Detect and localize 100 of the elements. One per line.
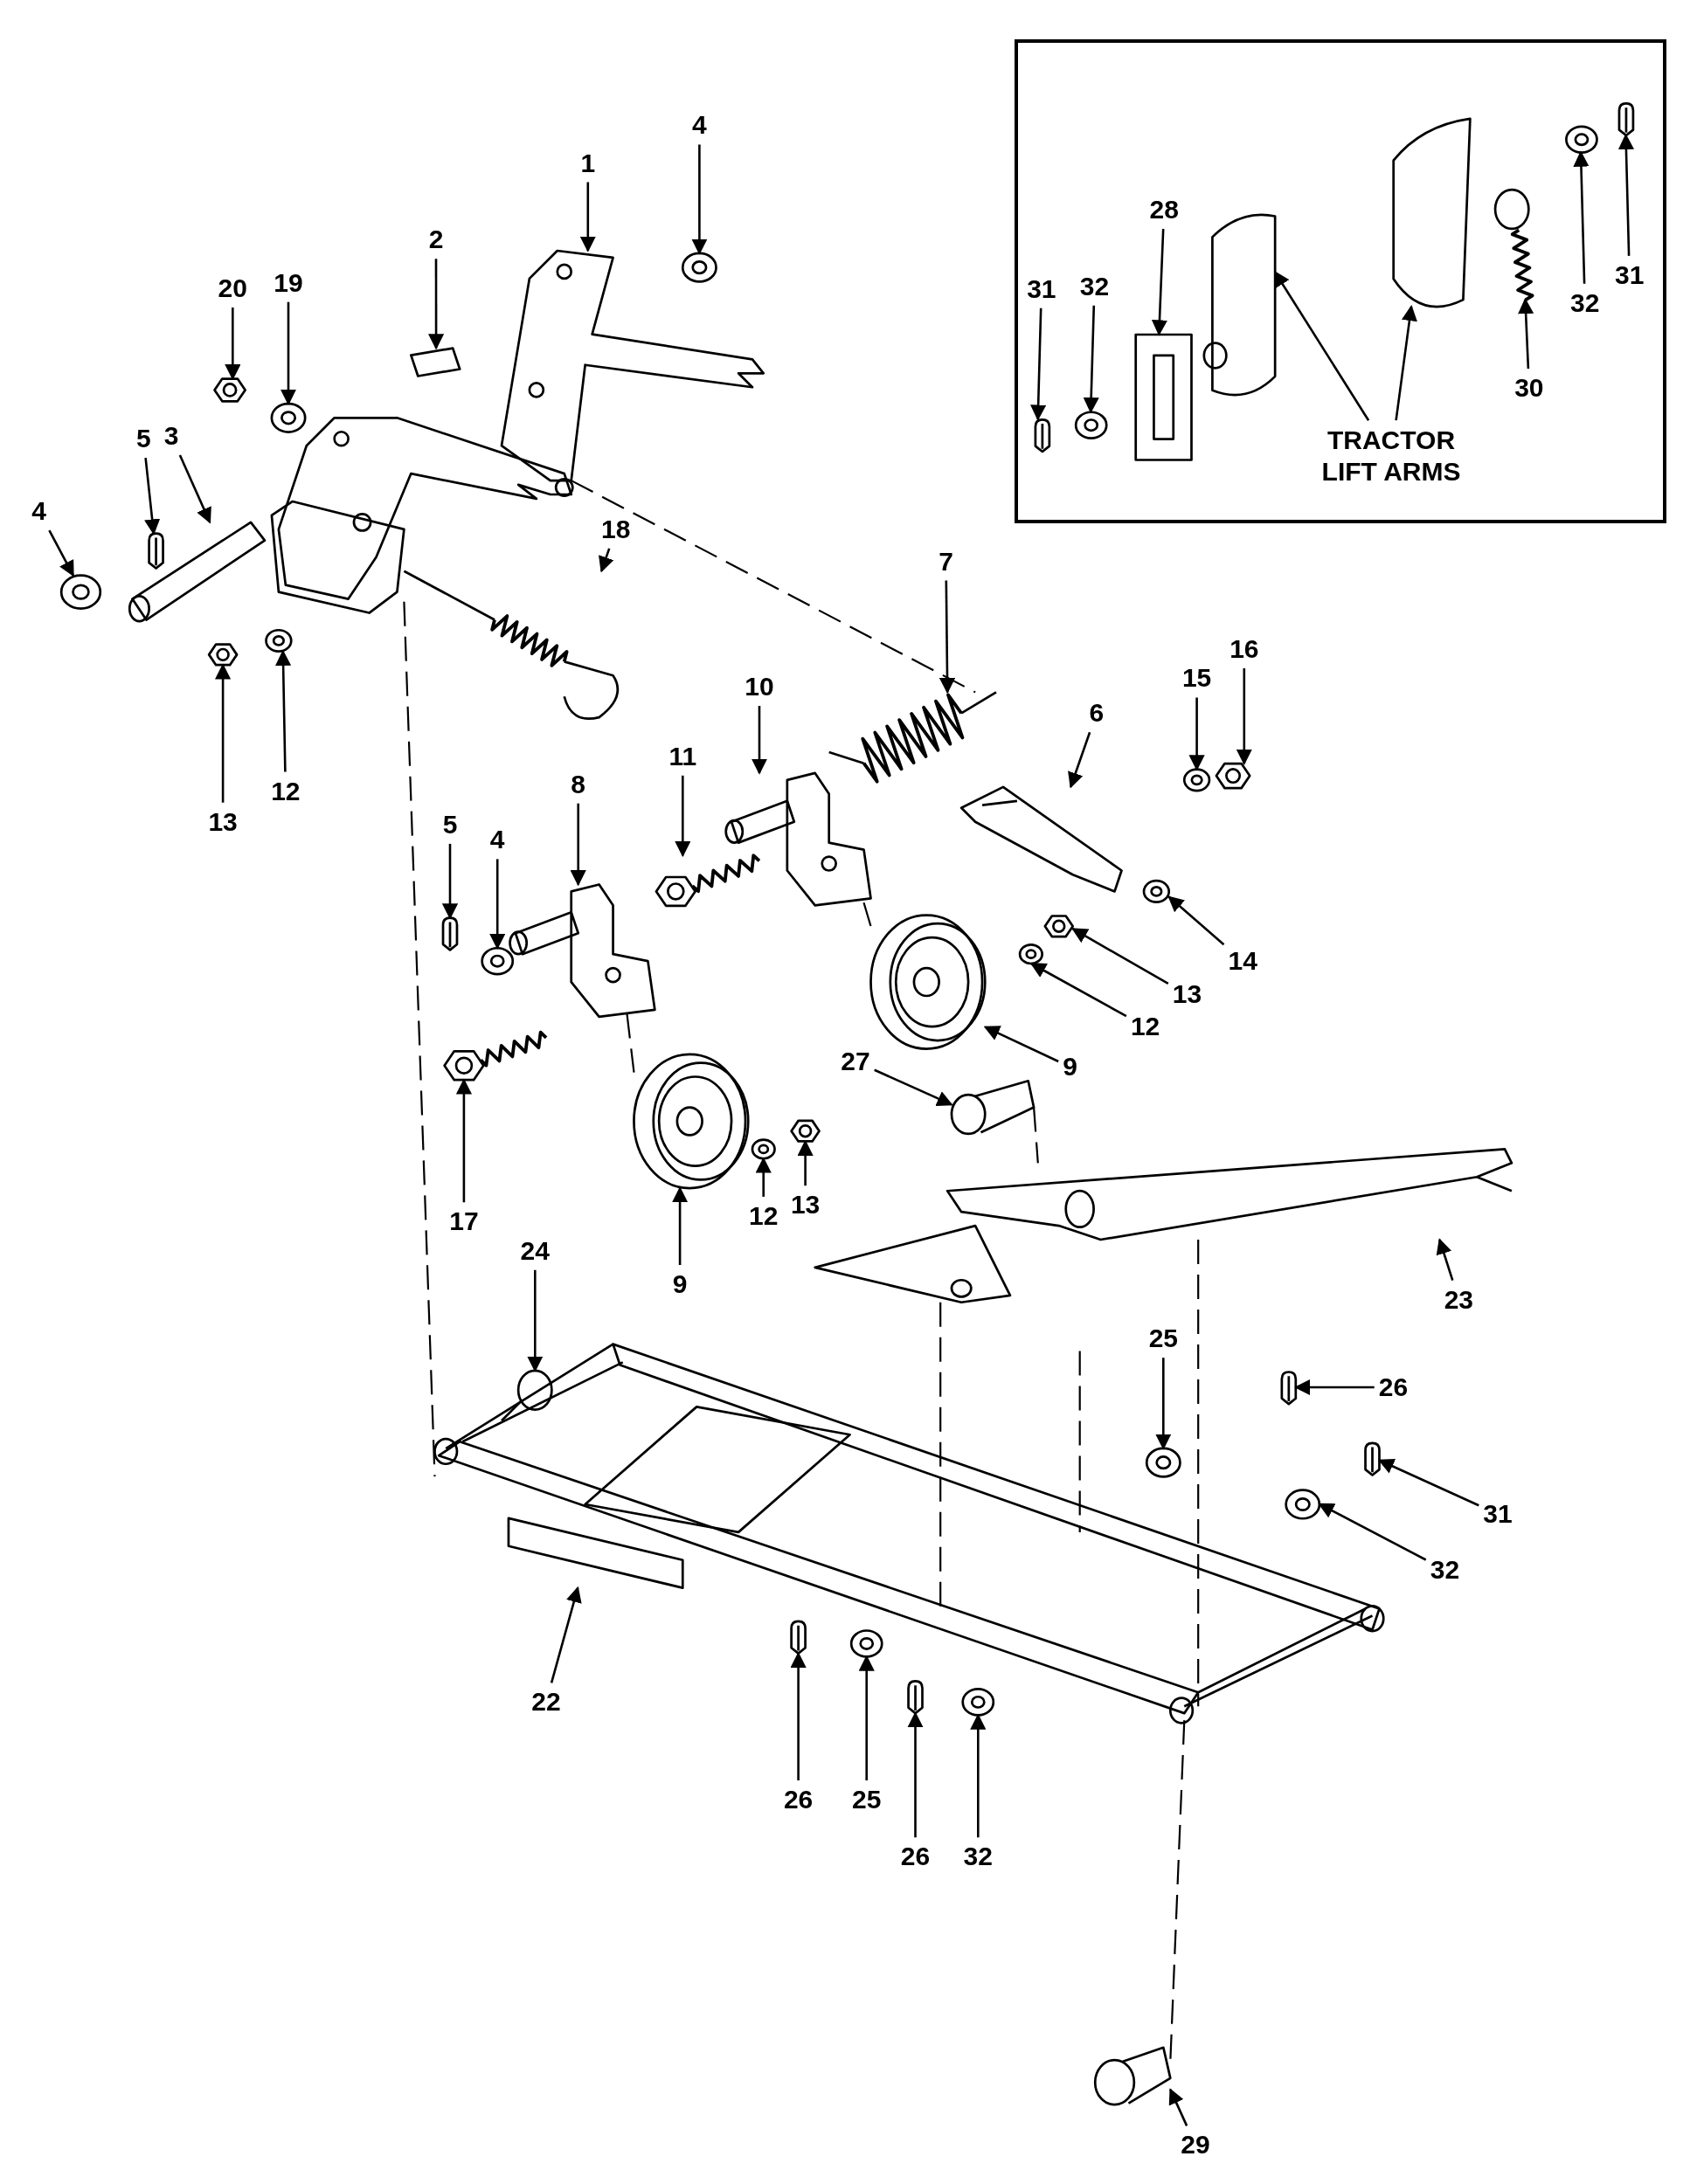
leader-line [1436, 1238, 1454, 1281]
spring-drawing [403, 570, 620, 720]
leader-line [1068, 731, 1091, 789]
callout-number: 9 [1063, 1052, 1077, 1082]
leader-line [1318, 1503, 1427, 1561]
callout-number: 7 [939, 546, 953, 577]
callout-number: 16 [1229, 634, 1259, 664]
leader-line [1029, 962, 1127, 1018]
guide-line [1169, 1720, 1186, 2062]
leader-line [144, 458, 161, 536]
callout-number: 8 [571, 769, 585, 799]
guide-line [1033, 1107, 1039, 1164]
leader-line [1168, 2088, 1188, 2126]
pin-drawing [128, 521, 267, 623]
washer-drawing [849, 1629, 883, 1658]
leader-line [858, 1655, 875, 1780]
callout-number: 3 [163, 421, 179, 452]
callout-number: 4 [489, 825, 505, 855]
leader-line [441, 843, 459, 920]
cotter-pin-drawing [1364, 1441, 1381, 1476]
plate-drawing [814, 1224, 1012, 1304]
leader-line [178, 454, 211, 524]
guide-line [1078, 1351, 1081, 1532]
bracket-drawing [270, 416, 574, 614]
lift-arm-drawing [1210, 213, 1277, 397]
washer-drawing [751, 1138, 776, 1160]
callout-number: 32 [1430, 1554, 1460, 1585]
leader-line [1518, 298, 1534, 370]
bracket-drawing [509, 883, 656, 1019]
pulley-drawing [869, 914, 987, 1050]
lift-arm-drawing [1392, 117, 1472, 308]
callout-number: 2 [428, 225, 444, 255]
leader-line [1395, 305, 1417, 421]
callout-number: 26 [783, 1785, 814, 1814]
leader-line [599, 548, 614, 573]
part-label: TRACTOR LIFT ARMS [1313, 425, 1471, 488]
cotter-pin-drawing [148, 532, 164, 570]
callout-number: 30 [1514, 373, 1544, 404]
callout-number: 12 [1130, 1012, 1160, 1042]
leader-line [550, 1586, 582, 1683]
callout-number: 26 [900, 1842, 931, 1872]
pulley-drawing [633, 1053, 750, 1190]
guide-line [626, 1013, 635, 1073]
nut-drawing [207, 643, 239, 667]
bolt-drawing [443, 1030, 548, 1082]
leader-line [48, 529, 74, 577]
plate-drawing [410, 347, 461, 377]
callout-number: 4 [31, 496, 46, 527]
washer-drawing [1182, 768, 1211, 792]
cotter-pin-drawing [907, 1680, 924, 1715]
spring-drawing [828, 691, 997, 784]
callout-number: 1 [580, 148, 596, 178]
nut-drawing [1215, 762, 1251, 790]
callout-number: 13 [1172, 979, 1202, 1010]
callout-number: 26 [1378, 1372, 1409, 1403]
callout-number: 12 [271, 776, 301, 806]
callout-number: 31 [1027, 273, 1056, 304]
cotter-pin-drawing [1280, 1371, 1298, 1406]
leader-line [280, 301, 297, 405]
bracket-drawing [1134, 333, 1228, 461]
washer-drawing [1074, 411, 1108, 439]
callout-number: 13 [790, 1190, 821, 1220]
callout-number: 12 [749, 1200, 779, 1231]
cotter-pin-drawing [790, 1620, 807, 1655]
washer-drawing [270, 402, 307, 433]
callout-number: 29 [1181, 2130, 1210, 2160]
cotter-pin-drawing [441, 916, 459, 951]
bolt-drawing [655, 854, 761, 908]
callout-number: 19 [274, 267, 303, 298]
callout-number: 13 [208, 806, 238, 837]
leader-line [691, 144, 708, 255]
guide-line [862, 902, 872, 927]
callout-number: 28 [1149, 194, 1179, 225]
bolt-drawing [1493, 188, 1534, 301]
callout-number: 24 [520, 1235, 550, 1266]
leader-line [797, 1139, 814, 1186]
callout-number: 14 [1228, 946, 1257, 977]
leader-line [570, 803, 586, 887]
callout-number: 27 [841, 1046, 870, 1076]
knob-drawing [501, 1369, 553, 1422]
washer-drawing [1145, 1447, 1181, 1478]
leader-line [275, 649, 292, 772]
callout-number: 32 [1569, 287, 1600, 318]
callout-number: 5 [135, 424, 151, 454]
leader-line [455, 1078, 472, 1203]
cotter-pin-drawing [1034, 418, 1050, 453]
leader-line [215, 663, 232, 803]
leader-line [675, 775, 691, 858]
callout-number: 25 [852, 1785, 882, 1814]
pin-drawing [1093, 2046, 1172, 2106]
callout-number: 6 [1089, 698, 1105, 729]
pin-drawing [950, 1079, 1036, 1136]
leader-line [790, 1651, 807, 1780]
callout-number: 22 [531, 1687, 561, 1717]
washer-drawing [1018, 943, 1043, 965]
nut-drawing [790, 1119, 821, 1143]
leader-line [939, 580, 956, 695]
callout-number: 20 [218, 273, 247, 304]
leader-line [907, 1711, 924, 1838]
leader-line [751, 706, 768, 775]
